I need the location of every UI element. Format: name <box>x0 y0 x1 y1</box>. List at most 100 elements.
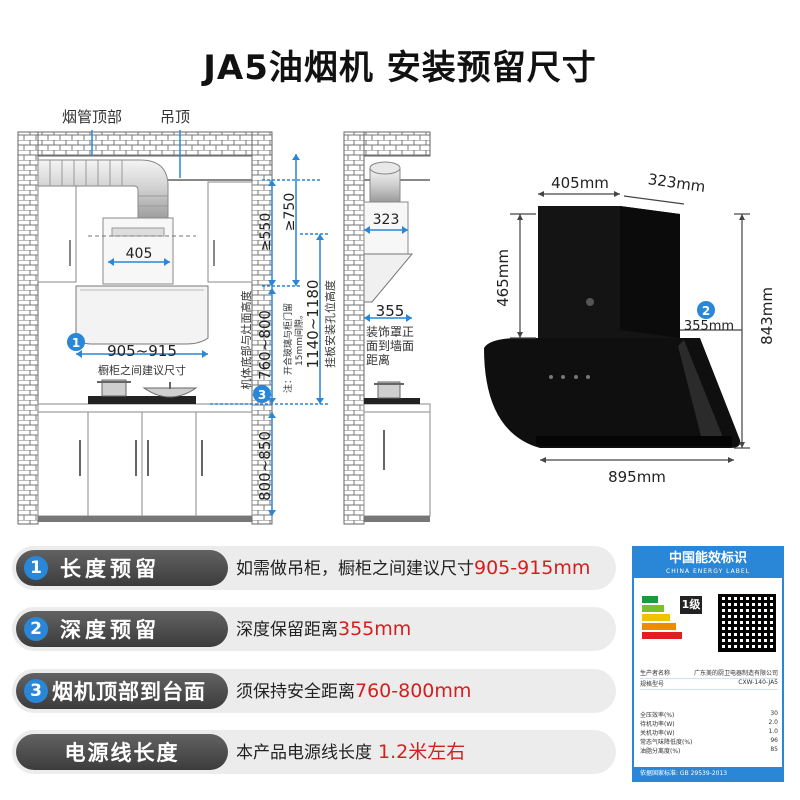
label-key: 规格型号 <box>640 681 665 688</box>
dim-843mm: 843mm <box>758 287 776 345</box>
row-highlight: 905-915mm <box>474 557 591 579</box>
label-key: 生产者名称 <box>640 670 671 677</box>
marker-1 <box>67 333 85 351</box>
dim-323-side: 323 <box>373 212 400 228</box>
badge-depth: 2 深度预留 <box>16 611 228 647</box>
label-metrics: 全压效率(%)30 待机功率(W) 2.0 关机功率(W) 1.0 常态气味降低度(… <box>640 710 778 755</box>
dim-550: ≥550 <box>258 213 274 251</box>
energy-grade-bars <box>642 596 682 641</box>
hood-glass-panel <box>484 338 741 448</box>
row-highlight: 355mm <box>338 618 412 640</box>
text-cabinet-gap: 橱柜之间建议尺寸 <box>98 363 186 377</box>
energy-label-footer: 依据国家标准: GB 29539-2013 <box>634 767 782 780</box>
text-note: 注：开合玻璃与柜门留 <box>282 303 294 393</box>
badge-height: 3 烟机顶部到台面 <box>16 673 228 709</box>
metric-key: 常态气味降低度(%) <box>640 739 693 746</box>
row-text: 如需做吊柜，橱柜之间建议尺寸 <box>236 559 474 579</box>
text-hanging-hole: 挂板安装孔位高度 <box>323 280 337 368</box>
row-desc: 本产品电源线长度 1.2米左右 <box>236 730 465 774</box>
side-cabinet <box>363 411 431 517</box>
badge-number: 2 <box>24 617 48 641</box>
badge-number: 1 <box>24 556 48 580</box>
upper-cabinet-right <box>207 181 253 283</box>
countertop-front <box>37 403 253 413</box>
label-value: CXW-140-JA5 <box>738 679 778 686</box>
dim-800-850: 800~850 <box>256 431 274 501</box>
grade-bar <box>642 605 664 612</box>
lower-cabinet <box>37 411 253 517</box>
installation-drawing: 405 1 905~915 橱柜之间建议尺寸 烟管顶部 吊顶 <box>17 108 776 525</box>
text-cover-1: 装饰罩正 <box>366 325 414 339</box>
left-wall <box>17 131 39 525</box>
text-body-to-stove: 机体底部与灶面高度 <box>239 291 253 390</box>
metric-value: 96 <box>770 737 778 744</box>
row-height: 3 烟机顶部到台面 须保持安全距离760-800mm <box>12 669 616 713</box>
metric-row: 关机功率(W) 1.0 <box>640 728 778 737</box>
badge-label: 烟机顶部到台面 <box>52 680 206 704</box>
dim-895mm: 895mm <box>608 468 666 486</box>
side-chimney <box>363 201 409 255</box>
metric-value: 1.0 <box>768 728 778 735</box>
metric-row: 常态气味降低度(%) 96 <box>640 737 778 746</box>
badge-length: 1 长度预留 <box>16 550 228 586</box>
grade-bar <box>642 596 658 603</box>
metric-row: 全压效率(%)30 <box>640 710 778 719</box>
energy-label: 中国能效标识 CHINA ENERGY LABEL 1级 生产者名称 广东美的厨卫… <box>632 546 784 782</box>
label-info-row: 生产者名称 广东美的厨卫电器制造有限公司 <box>640 668 778 679</box>
side-duct <box>369 167 401 203</box>
metric-value: 30 <box>770 710 778 717</box>
metric-value: 85 <box>770 746 778 753</box>
dim-750: ≥750 <box>282 193 298 231</box>
energy-grade: 1级 <box>680 596 702 614</box>
metric-row: 油脂分离度(%) 85 <box>640 746 778 755</box>
row-power-cord: 电源线长度 本产品电源线长度 1.2米左右 <box>12 730 616 774</box>
dim-1140-1180: 1140~1180 <box>304 280 322 369</box>
energy-label-title: 中国能效标识 <box>668 551 747 566</box>
metric-key: 待机功率(W) <box>640 721 675 728</box>
metric-row: 待机功率(W) 2.0 <box>640 719 778 728</box>
hood-body-front <box>75 285 209 345</box>
marker-2-number: 2 <box>702 304 710 318</box>
page-title: JA5油烟机 安装预留尺寸 <box>203 48 597 88</box>
upper-cabinet-left <box>37 181 77 283</box>
row-desc: 深度保留距离355mm <box>236 607 411 651</box>
wok <box>142 387 198 398</box>
label-ceiling: 吊顶 <box>160 108 190 126</box>
qr-code-icon <box>718 594 776 652</box>
metric-value: 2.0 <box>768 719 778 726</box>
row-depth: 2 深度预留 深度保留距离355mm <box>12 607 616 651</box>
grade-bar <box>642 614 670 621</box>
dim-323mm: 323mm <box>647 170 707 196</box>
badge-label: 电源线长度 <box>64 741 180 765</box>
pot-left <box>101 379 127 397</box>
dim-405mm: 405mm <box>551 174 609 192</box>
row-length: 1 长度预留 如需做吊柜，橱柜之间建议尺寸905-915mm <box>12 546 616 590</box>
badge-number: 3 <box>24 679 48 703</box>
row-highlight: 1.2米左右 <box>372 741 466 763</box>
metric-key: 油脂分离度(%) <box>640 748 681 755</box>
side-pot <box>377 381 401 399</box>
row-highlight: 760-800mm <box>355 680 472 702</box>
label-info: 生产者名称 广东美的厨卫电器制造有限公司 规格型号 CXW-140-JA5 <box>640 668 778 690</box>
metric-key: 关机功率(W) <box>640 730 675 737</box>
energy-label-header: 中国能效标识 CHINA ENERGY LABEL <box>634 548 782 578</box>
label-info-row: 规格型号 CXW-140-JA5 <box>640 679 778 690</box>
stove-front <box>88 396 196 404</box>
side-elevation: 323 355 装饰罩正 面到墙面 距离 <box>343 131 431 525</box>
row-text: 本产品电源线长度 <box>236 743 372 763</box>
row-text: 须保持安全距离 <box>236 682 355 702</box>
marker-3 <box>253 385 271 403</box>
side-hood-profile <box>363 253 414 303</box>
text-note-2: 15mm间隙。 <box>293 310 305 366</box>
ceiling-wall <box>17 131 273 157</box>
row-desc: 须保持安全距离760-800mm <box>236 669 471 713</box>
badge-label: 深度预留 <box>60 618 160 642</box>
dim-465mm: 465mm <box>494 249 512 307</box>
row-desc: 如需做吊柜，橱柜之间建议尺寸905-915mm <box>236 546 590 590</box>
energy-label-subtitle: CHINA ENERGY LABEL <box>666 568 750 575</box>
label-value: 广东美的厨卫电器制造有限公司 <box>693 670 778 677</box>
dim-760-800: 760~800 <box>256 310 274 380</box>
front-elevation: 405 1 905~915 橱柜之间建议尺寸 烟管顶部 吊顶 <box>17 108 337 525</box>
marker-2 <box>697 301 715 319</box>
row-text: 深度保留距离 <box>236 620 338 640</box>
